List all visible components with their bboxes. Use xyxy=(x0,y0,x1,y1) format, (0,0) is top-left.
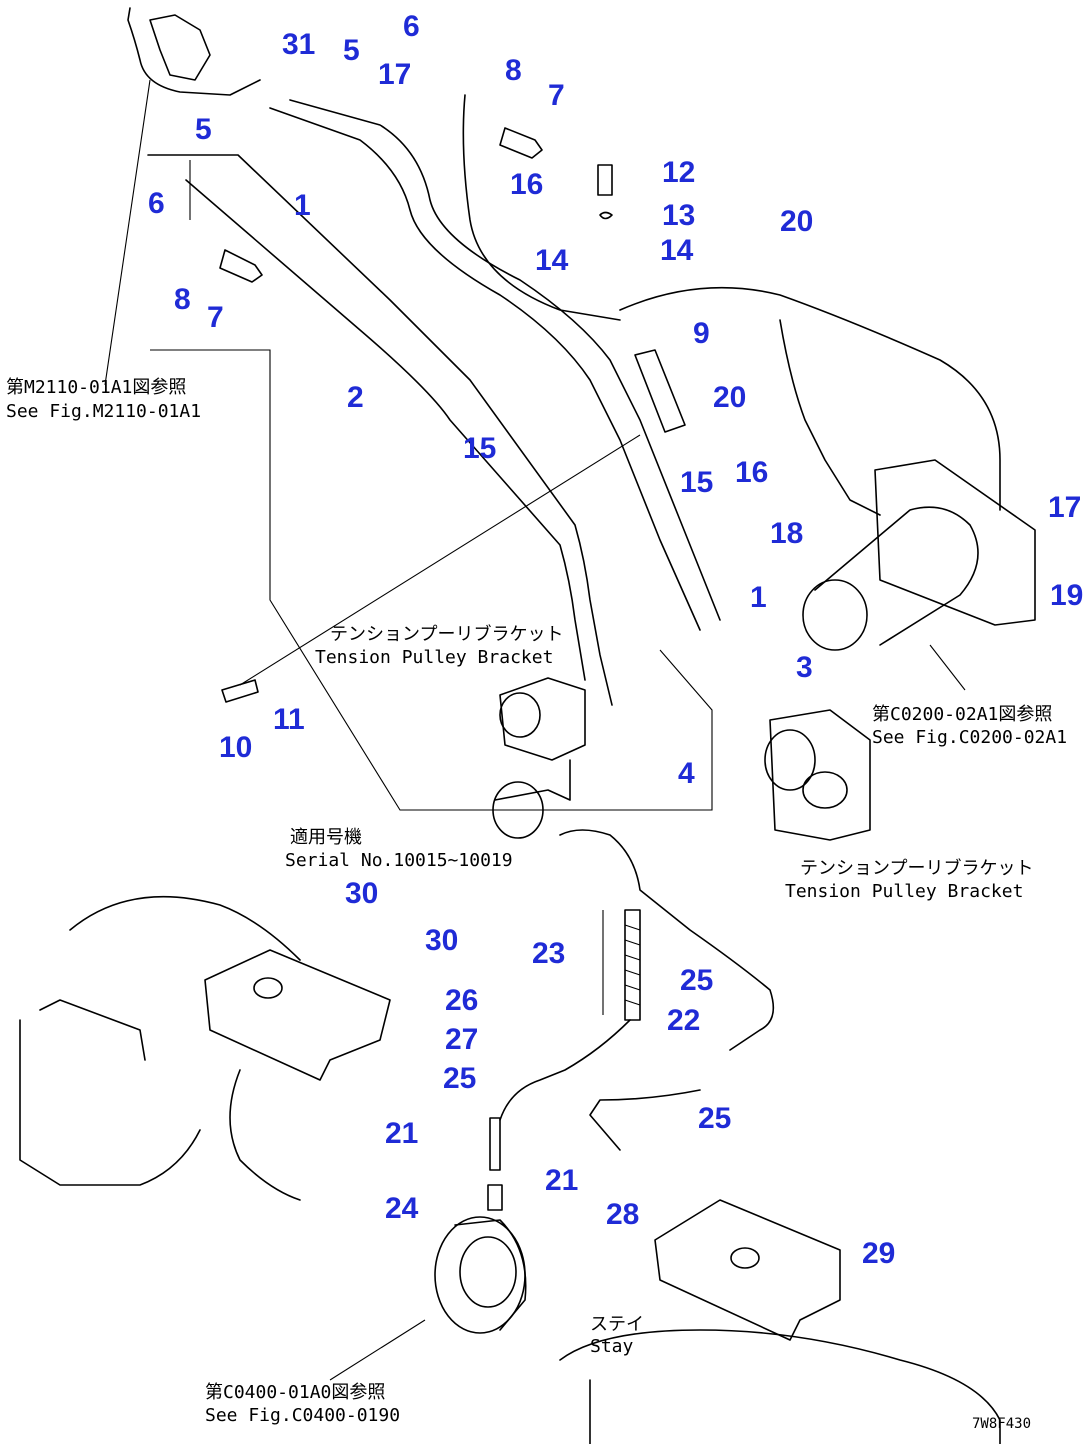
callout-1: 1 xyxy=(294,189,311,222)
callout-6-lower: 6 xyxy=(148,187,165,220)
callout-6: 6 xyxy=(403,10,420,43)
ref-m2110-en: See Fig.M2110-01A1 xyxy=(6,401,201,422)
ref-c0200-en: See Fig.C0200-02A1 xyxy=(872,727,1067,748)
stay-jp: ステイ xyxy=(590,1314,644,1335)
callout-16-lower: 16 xyxy=(735,456,768,489)
callout-8: 8 xyxy=(505,54,522,87)
callout-22: 22 xyxy=(667,1004,700,1037)
callout-10: 10 xyxy=(219,731,252,764)
callout-1-lower: 1 xyxy=(750,581,767,614)
callout-13: 13 xyxy=(662,199,695,232)
tension-bracket1-jp: テンションプーリブラケット xyxy=(330,623,563,645)
callout-30-lower: 30 xyxy=(425,924,458,957)
tension-bracket2-jp: テンションプーリブラケット xyxy=(800,857,1033,879)
callout-4: 4 xyxy=(678,757,695,790)
callout-25-mid: 25 xyxy=(443,1062,476,1095)
callout-15-left: 15 xyxy=(463,432,496,465)
callout-25-right: 25 xyxy=(698,1102,731,1135)
callout-5: 5 xyxy=(343,34,360,67)
callout-20-lower: 20 xyxy=(713,381,746,414)
drawing-code: 7W8F430 xyxy=(972,1416,1031,1432)
callout-7: 7 xyxy=(548,79,565,112)
callout-25-top: 25 xyxy=(680,964,713,997)
callout-28: 28 xyxy=(606,1198,639,1231)
notes: 第M2110-01A1図参照 See Fig.M2110-01A1 テンションプ… xyxy=(6,377,1067,1432)
ref-c0400-jp: 第C0400-01A0図参照 xyxy=(205,1382,385,1403)
callout-15-right: 15 xyxy=(680,466,713,499)
callout-30-upper: 30 xyxy=(345,877,378,910)
lower-hose-assembly xyxy=(19,829,1001,1444)
callout-19: 19 xyxy=(1050,579,1083,612)
ref-c0400-en: See Fig.C0400-0190 xyxy=(205,1405,400,1426)
callout-21-right: 21 xyxy=(545,1164,578,1197)
callout-2: 2 xyxy=(347,381,364,414)
callout-12: 12 xyxy=(662,156,695,189)
callout-14-left: 14 xyxy=(535,244,569,277)
upper-hose-assembly xyxy=(104,7,1036,841)
callout-18: 18 xyxy=(770,517,803,550)
callout-7-lower: 7 xyxy=(207,301,224,334)
callout-14-right: 14 xyxy=(660,234,694,267)
tension-bracket1-en: Tension Pulley Bracket xyxy=(315,647,553,668)
callout-21-left: 21 xyxy=(385,1117,418,1150)
callout-23: 23 xyxy=(532,937,565,970)
callout-3: 3 xyxy=(796,651,813,684)
callout-24: 24 xyxy=(385,1192,419,1225)
callout-5-lower: 5 xyxy=(195,113,212,146)
serial-jp: 適用号機 xyxy=(290,827,362,848)
callout-31: 31 xyxy=(282,28,315,61)
callout-8-lower: 8 xyxy=(174,283,191,316)
callouts: 31 5 17 6 8 7 5 6 1 16 12 13 20 14 14 8 … xyxy=(148,10,1083,1270)
stay-en: Stay xyxy=(590,1336,634,1357)
tension-bracket2-en: Tension Pulley Bracket xyxy=(785,881,1023,902)
callout-9: 9 xyxy=(693,317,710,350)
callout-29: 29 xyxy=(862,1237,895,1270)
callout-17: 17 xyxy=(378,58,411,91)
serial-en: Serial No.10015~10019 xyxy=(285,850,513,871)
ref-m2110-jp: 第M2110-01A1図参照 xyxy=(6,377,186,398)
callout-27: 27 xyxy=(445,1023,478,1056)
callout-20: 20 xyxy=(780,205,813,238)
callout-11: 11 xyxy=(273,703,305,736)
callout-16: 16 xyxy=(510,168,543,201)
callout-17-lower: 17 xyxy=(1048,491,1081,524)
callout-26: 26 xyxy=(445,984,478,1017)
ref-c0200-jp: 第C0200-02A1図参照 xyxy=(872,704,1052,725)
